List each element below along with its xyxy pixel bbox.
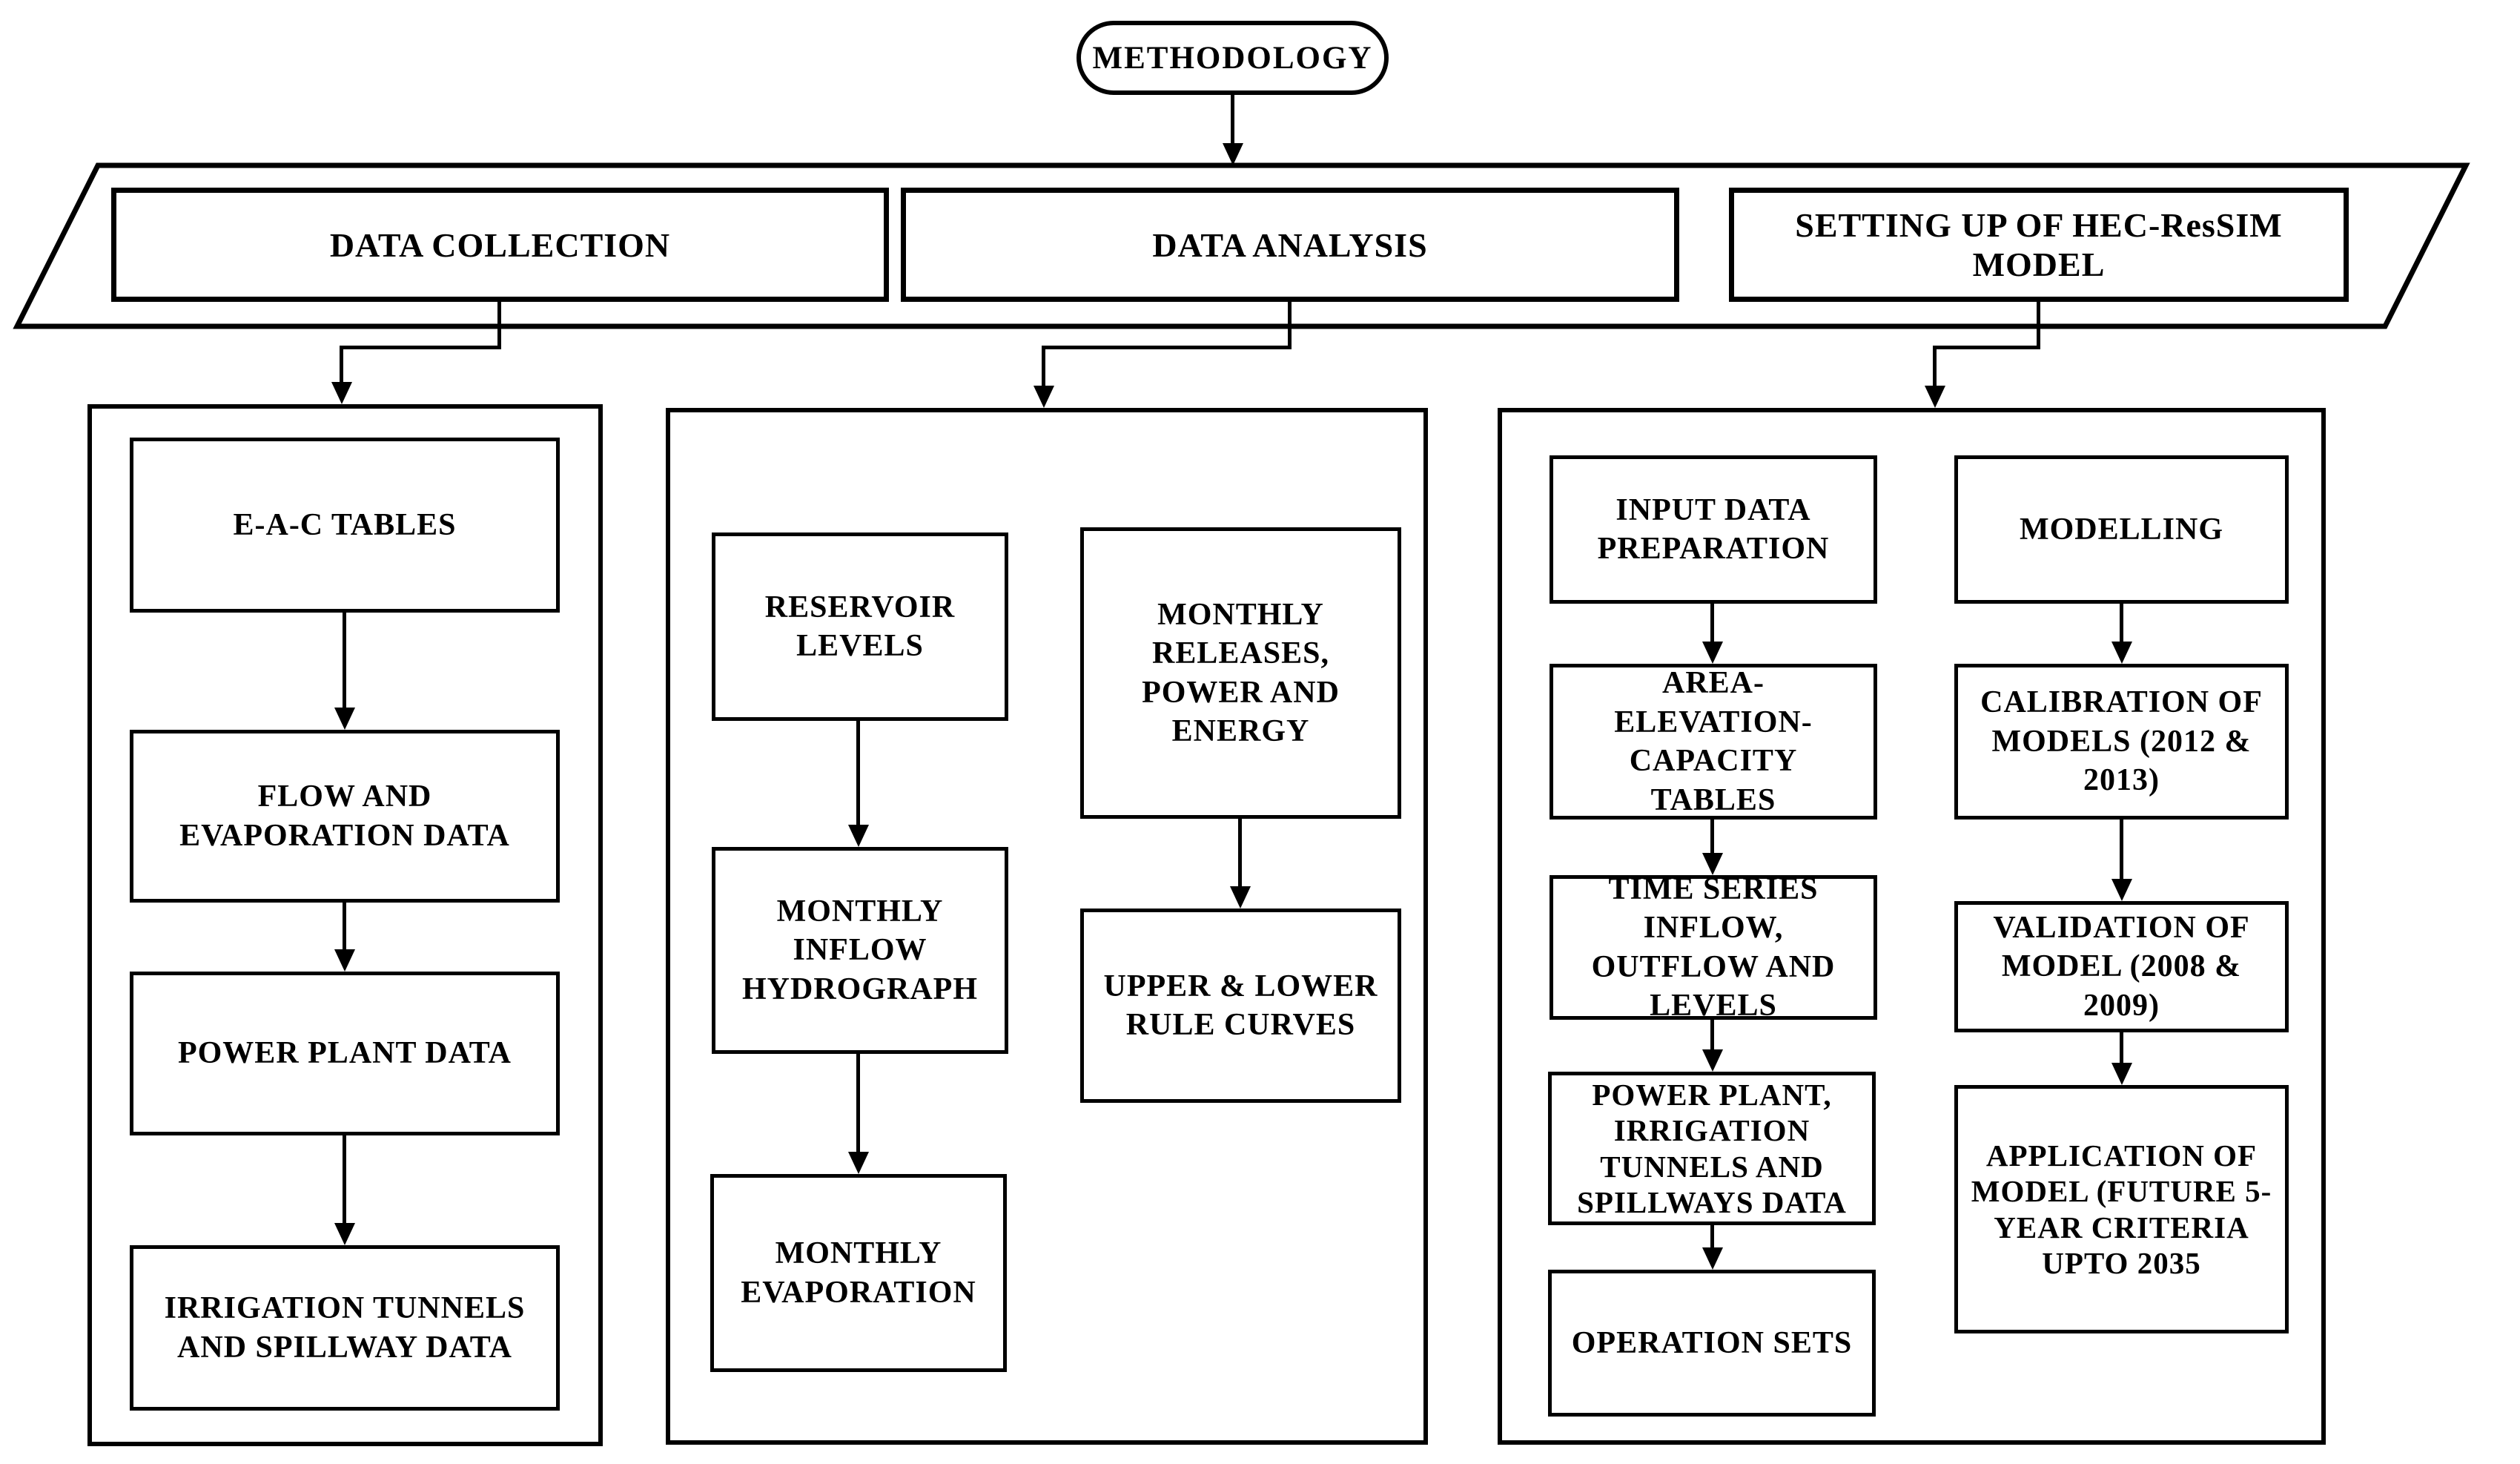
node-area-elevation-capacity-tables: AREA-ELEVATION-CAPACITY TABLES <box>1550 664 1877 820</box>
arrowhead-down-icon <box>1230 886 1251 909</box>
step-label: POWER PLANT, IRRIGATION TUNNELS AND SPIL… <box>1577 1077 1847 1219</box>
node-phase-model-setup: SETTING UP OF HEC-ResSIM MODEL <box>1729 188 2349 302</box>
node-monthly-inflow-hydrograph: MONTHLY INFLOW HYDROGRAPH <box>712 847 1008 1054</box>
arrowhead-down-icon <box>1223 143 1243 165</box>
arrowhead-down-icon <box>331 382 352 404</box>
node-flow-evaporation-data: FLOW AND EVAPORATION DATA <box>130 730 560 903</box>
connector-line <box>1231 95 1234 145</box>
connector-line <box>1933 346 1937 387</box>
arrowhead-down-icon <box>1034 386 1054 408</box>
step-label: CALIBRATION OF MODELS (2012 & 2013) <box>1980 685 2263 798</box>
step-label: UPPER & LOWER RULE CURVES <box>1103 969 1378 1043</box>
arrowhead-down-icon <box>2111 642 2132 664</box>
arrowhead-down-icon <box>334 708 355 730</box>
node-modelling: MODELLING <box>1954 455 2289 604</box>
arrowhead-down-icon <box>1702 1049 1723 1072</box>
connector-line <box>343 903 346 951</box>
step-label: RESERVOIR LEVELS <box>764 590 956 664</box>
node-irrigation-tunnels-spillway-data: IRRIGATION TUNNELS AND SPILLWAY DATA <box>130 1245 560 1411</box>
step-label: FLOW AND EVAPORATION DATA <box>179 779 510 853</box>
connector-line <box>1710 820 1714 854</box>
connector-line <box>343 613 346 709</box>
step-label: MONTHLY EVAPORATION <box>741 1236 976 1310</box>
arrowhead-down-icon <box>1702 1247 1723 1270</box>
step-label: OPERATION SETS <box>1571 1325 1853 1360</box>
connector-line <box>1042 346 1292 349</box>
group-data-analysis <box>666 408 1428 1445</box>
arrowhead-down-icon <box>334 949 355 972</box>
connector-line <box>1710 1225 1714 1249</box>
connector-line <box>1288 299 1292 349</box>
arrowhead-down-icon <box>1702 853 1723 875</box>
step-label: VALIDATION OF MODEL (2008 & 2009) <box>1993 910 2250 1023</box>
arrowhead-down-icon <box>1925 386 1945 408</box>
arrowhead-down-icon <box>848 1152 869 1174</box>
step-label: MONTHLY INFLOW HYDROGRAPH <box>742 894 978 1006</box>
node-input-data-preparation: INPUT DATA PREPARATION <box>1550 455 1877 604</box>
step-label: POWER PLANT DATA <box>177 1036 512 1071</box>
arrowhead-down-icon <box>2111 879 2132 901</box>
step-label: TIME SERIES INFLOW, OUTFLOW AND LEVELS <box>1591 871 1836 1023</box>
node-upper-lower-rule-curves: UPPER & LOWER RULE CURVES <box>1080 909 1401 1103</box>
arrowhead-down-icon <box>334 1223 355 1245</box>
connector-line <box>2120 604 2123 643</box>
node-calibration-of-models: CALIBRATION OF MODELS (2012 & 2013) <box>1954 664 2289 820</box>
node-methodology: METHODOLOGY <box>1077 21 1389 95</box>
connector-line <box>1238 819 1242 888</box>
node-reservoir-levels: RESERVOIR LEVELS <box>712 532 1008 721</box>
node-eac-tables: E-A-C TABLES <box>130 438 560 613</box>
connector-line <box>1933 346 2040 349</box>
step-label: MODELLING <box>2019 512 2224 547</box>
arrowhead-down-icon <box>1702 642 1723 664</box>
node-operation-sets: OPERATION SETS <box>1548 1270 1876 1417</box>
group-model-setup <box>1498 408 2326 1445</box>
connector-line <box>343 1135 346 1224</box>
arrowhead-down-icon <box>2111 1063 2132 1085</box>
node-monthly-evaporation: MONTHLY EVAPORATION <box>710 1174 1007 1372</box>
connector-line <box>1042 346 1045 387</box>
connector-line <box>340 346 501 349</box>
arrowhead-down-icon <box>848 825 869 847</box>
node-validation-of-model: VALIDATION OF MODEL (2008 & 2009) <box>1954 901 2289 1032</box>
phase-label: SETTING UP OF HEC-ResSIM MODEL <box>1795 206 2283 283</box>
node-monthly-releases-power-energy: MONTHLY RELEASES, POWER AND ENERGY <box>1080 527 1401 819</box>
connector-line <box>856 721 860 826</box>
connector-line <box>497 299 501 349</box>
node-power-plant-irrigation-tunnels-spillways-data: POWER PLANT, IRRIGATION TUNNELS AND SPIL… <box>1548 1072 1876 1225</box>
group-data-collection <box>87 404 603 1446</box>
node-phase-data-analysis: DATA ANALYSIS <box>901 188 1679 302</box>
connector-line <box>856 1054 860 1157</box>
node-application-of-model: APPLICATION OF MODEL (FUTURE 5-YEAR CRIT… <box>1954 1085 2289 1333</box>
node-power-plant-data: POWER PLANT DATA <box>130 972 560 1135</box>
methodology-label: METHODOLOGY <box>1092 40 1373 76</box>
connector-line <box>2120 1032 2123 1064</box>
connector-line <box>2120 820 2123 880</box>
connector-line <box>2037 299 2040 349</box>
phase-label: DATA ANALYSIS <box>1152 225 1428 264</box>
connector-line <box>1710 604 1714 643</box>
node-time-series-inflow-outflow-levels: TIME SERIES INFLOW, OUTFLOW AND LEVELS <box>1550 872 1877 1023</box>
phase-label: DATA COLLECTION <box>329 225 671 264</box>
connector-line <box>1710 1020 1714 1051</box>
step-label: INPUT DATA PREPARATION <box>1597 492 1830 567</box>
step-label: IRRIGATION TUNNELS AND SPILLWAY DATA <box>164 1291 526 1365</box>
step-label: MONTHLY RELEASES, POWER AND ENERGY <box>1142 597 1340 749</box>
step-label: E-A-C TABLES <box>233 507 457 542</box>
connector-line <box>340 346 343 384</box>
node-phase-data-collection: DATA COLLECTION <box>111 188 889 302</box>
step-label: AREA-ELEVATION-CAPACITY TABLES <box>1614 666 1813 817</box>
step-label: APPLICATION OF MODEL (FUTURE 5-YEAR CRIT… <box>1971 1138 2272 1280</box>
